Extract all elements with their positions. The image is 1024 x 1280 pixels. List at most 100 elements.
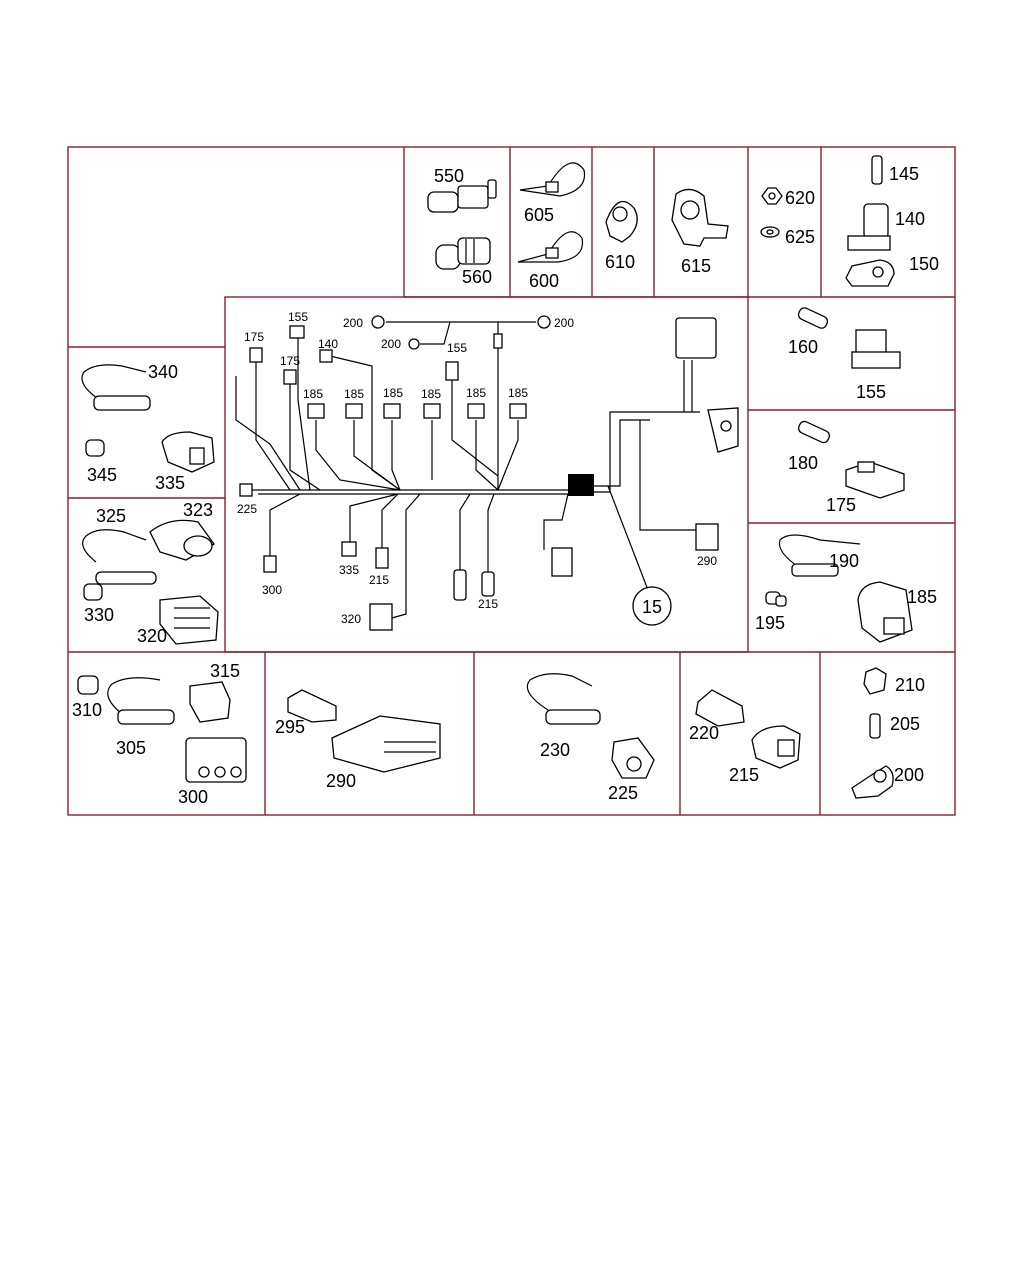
harness-callout-15: 15: [642, 597, 662, 617]
harness-label-215: 215: [369, 573, 389, 587]
callout-340: 340: [148, 362, 178, 382]
part-220-terminal: [695, 689, 745, 727]
callout-325: 325: [96, 506, 126, 526]
diagram-frame: [67, 146, 956, 816]
harness-label-175: 175: [244, 330, 264, 344]
callout-620: 620: [785, 188, 815, 208]
callout-330: 330: [84, 605, 114, 625]
callout-323: 323: [183, 500, 213, 520]
callout-600: 600: [529, 271, 559, 291]
callout-220: 220: [689, 723, 719, 743]
callout-290: 290: [326, 771, 356, 791]
callout-205: 205: [890, 714, 920, 734]
part-210-clip: [863, 667, 887, 695]
harness-label-335: 335: [339, 563, 359, 577]
part-323-boot: [149, 519, 215, 561]
part-605-cable-tie: [519, 162, 586, 197]
part-155-connector: [851, 329, 901, 369]
part-550-plug: [427, 179, 497, 213]
part-620-nut: [761, 187, 783, 205]
callout-605: 605: [524, 205, 554, 225]
part-295-terminal: [287, 689, 337, 723]
callout-225: 225: [608, 783, 638, 803]
part-160-pin: [797, 307, 829, 329]
harness-label-140: 140: [318, 337, 338, 351]
part-195-seal: [765, 591, 787, 607]
harness-label-175: 175: [280, 354, 300, 368]
part-310-seal: [77, 675, 99, 695]
part-225-connector: [611, 737, 655, 779]
callout-230: 230: [540, 740, 570, 760]
harness-label-155: 155: [447, 341, 467, 355]
part-215-connector: [751, 725, 801, 769]
callout-305: 305: [116, 738, 146, 758]
callout-155: 155: [856, 382, 886, 402]
part-150-cap: [845, 259, 895, 287]
callout-300: 300: [178, 787, 208, 807]
part-560-sleeve: [435, 237, 491, 270]
harness-label-155: 155: [288, 310, 308, 324]
main-harness: [235, 315, 739, 631]
callout-160: 160: [788, 337, 818, 357]
part-185-connector: [857, 581, 913, 643]
harness-label-185: 185: [344, 387, 364, 401]
part-340-sensor-lead: [81, 364, 151, 411]
callout-145: 145: [889, 164, 919, 184]
callout-200: 200: [894, 765, 924, 785]
part-140-housing: [847, 203, 891, 251]
callout-610: 610: [605, 252, 635, 272]
part-205-pin: [869, 713, 881, 739]
callout-295: 295: [275, 717, 305, 737]
harness-label-185: 185: [303, 387, 323, 401]
part-335-connector: [161, 431, 215, 473]
part-175-connector: [845, 461, 905, 499]
harness-label-185: 185: [466, 386, 486, 400]
callout-215: 215: [729, 765, 759, 785]
callout-140: 140: [895, 209, 925, 229]
callout-320: 320: [137, 626, 167, 646]
harness-label-290: 290: [697, 554, 717, 568]
harness-label-320: 320: [341, 612, 361, 626]
harness-label-185: 185: [421, 387, 441, 401]
callout-615: 615: [681, 256, 711, 276]
part-305-sensor-lead: [107, 677, 175, 725]
callout-310: 310: [72, 700, 102, 720]
part-330-seal: [83, 583, 103, 601]
callout-345: 345: [87, 465, 117, 485]
callout-175: 175: [826, 495, 856, 515]
callout-190: 190: [829, 551, 859, 571]
callout-550: 550: [434, 166, 464, 186]
harness-label-200: 200: [554, 316, 574, 330]
harness-label-200: 200: [381, 337, 401, 351]
part-600-cable-tie: [517, 231, 584, 263]
harness-junction: [568, 474, 594, 496]
callout-150: 150: [909, 254, 939, 274]
part-625-washer: [760, 226, 780, 238]
harness-label-215: 215: [478, 597, 498, 611]
part-190-sensor-lead: [778, 534, 861, 577]
part-315-cover: [189, 681, 231, 723]
harness-label-185: 185: [508, 386, 528, 400]
part-290-connector-block: [331, 715, 441, 773]
callout-315: 315: [210, 661, 240, 681]
harness-label-200: 200: [343, 316, 363, 330]
callout-625: 625: [785, 227, 815, 247]
harness-label-185: 185: [383, 386, 403, 400]
part-345-seal: [85, 439, 105, 457]
part-615-bracket: [671, 188, 729, 247]
callout-335: 335: [155, 473, 185, 493]
callout-180: 180: [788, 453, 818, 473]
part-320-connector: [159, 595, 219, 645]
callout-195: 195: [755, 613, 785, 633]
callout-185: 185: [907, 587, 937, 607]
callout-560: 560: [462, 267, 492, 287]
part-300-connector: [185, 737, 247, 783]
part-180-pin: [797, 420, 831, 444]
part-200-eyelet: [851, 765, 894, 799]
part-145-pin: [871, 155, 883, 185]
harness-label-225: 225: [237, 502, 257, 516]
harness-label-300: 300: [262, 583, 282, 597]
part-610-clip: [605, 200, 638, 243]
callout-210: 210: [895, 675, 925, 695]
